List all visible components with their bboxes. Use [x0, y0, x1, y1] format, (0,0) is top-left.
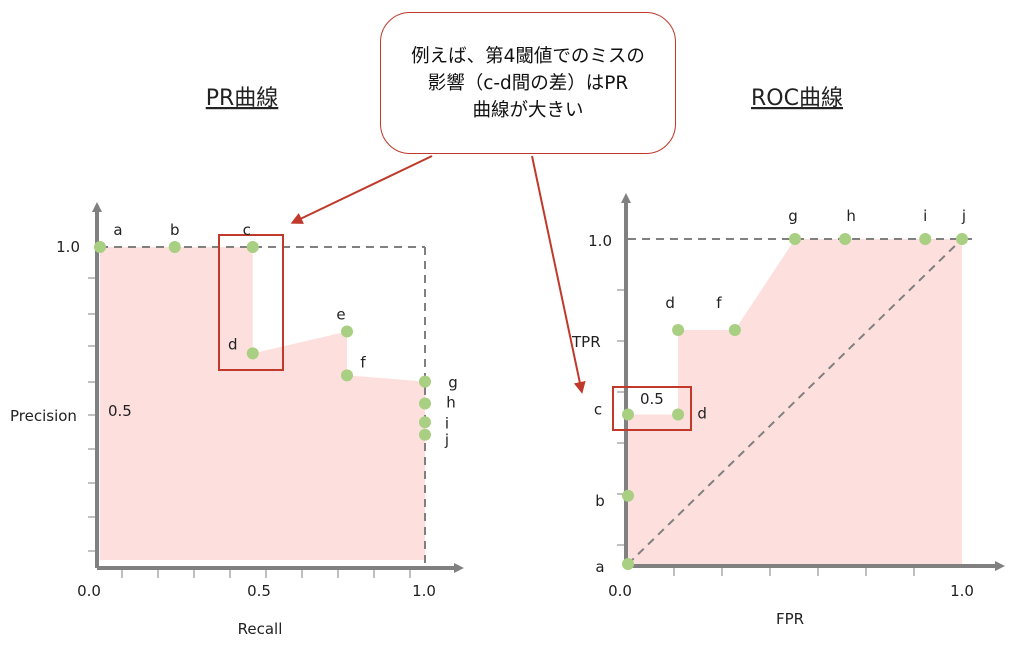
pr-point-label: h: [446, 394, 456, 412]
pr-tick-labels: 0.0 0.5 1.0 1.0 0.5: [56, 238, 436, 600]
roc-point-g: [789, 233, 801, 245]
callout-arrow-roc: [531, 155, 586, 394]
roc-y-axis-label: TPR: [571, 333, 601, 351]
pr-chart-title: PR曲線: [206, 86, 279, 111]
pr-point-label: b: [170, 221, 180, 239]
roc-point-label: c: [594, 401, 602, 419]
pr-point-label: g: [448, 374, 458, 392]
pr-point-e: [341, 325, 353, 338]
roc-point-label: f: [716, 294, 722, 312]
roc-x-axis-label: FPR: [776, 610, 804, 628]
pr-point-a: [94, 241, 106, 253]
roc-x-tick: 1.0: [950, 582, 974, 600]
pr-point-j: [419, 428, 431, 441]
pr-point-label: f: [360, 353, 366, 371]
roc-point-label: b: [595, 492, 605, 510]
pr-x-tick: 0.0: [77, 582, 101, 600]
roc-axes: [617, 193, 1005, 576]
pr-point-d: [246, 347, 259, 360]
pr-x-tick: 1.0: [412, 582, 436, 600]
roc-point-label: d: [697, 405, 707, 423]
pr-point-f: [341, 369, 353, 382]
roc-y-tick: 0.5: [640, 390, 664, 408]
pr-point-b: [168, 241, 181, 253]
roc-highlight-box: [612, 386, 692, 431]
roc-x-tick: 0.0: [608, 582, 632, 600]
roc-point-label: d: [665, 294, 675, 312]
roc-point-label: i: [923, 207, 927, 225]
roc-point-d: [672, 324, 685, 336]
roc-point-j: [956, 233, 968, 245]
pr-point-label: d: [228, 335, 238, 353]
pr-point-h: [419, 397, 431, 410]
pr-area-fill: [100, 247, 425, 560]
pr-point-label: c: [243, 221, 251, 239]
roc-points: a b c d d f g h i j: [594, 207, 968, 576]
pr-axes: [88, 202, 464, 578]
roc-y-tick: 1.0: [588, 232, 612, 250]
roc-point-c: [622, 408, 634, 421]
roc-point-d: [672, 408, 685, 421]
callout-arrow-pr: [290, 155, 433, 224]
pr-point-i: [419, 416, 431, 429]
pr-x-axis-label: Recall: [238, 620, 283, 638]
pr-y-tick: 1.0: [56, 238, 80, 256]
pr-point-label: j: [444, 431, 449, 449]
pr-point-label: e: [336, 306, 345, 324]
roc-chart: ROC曲線 a b c d d f g h i j 0.0 1.0 1.0 0.5 FPR TPR: [571, 86, 1005, 628]
roc-point-f: [728, 324, 741, 336]
pr-point-g: [419, 375, 431, 388]
roc-chart-title: ROC曲線: [751, 86, 843, 111]
pr-y-tick: 0.5: [108, 402, 132, 420]
roc-point-h: [839, 233, 852, 245]
callout-bubble: 例えば、第4閾値でのミスの 影響（c-d間の差）はPR 曲線が大きい: [380, 12, 676, 154]
roc-point-a: [622, 558, 634, 570]
roc-point-b: [622, 489, 634, 502]
pr-x-tick: 0.5: [247, 582, 271, 600]
roc-point-label: g: [788, 207, 798, 225]
roc-point-label: a: [595, 558, 604, 576]
roc-point-label: j: [961, 207, 966, 225]
pr-y-axis-label: Precision: [10, 407, 77, 425]
pr-point-label: a: [113, 221, 122, 239]
roc-diagonal-dashed-line: [627, 238, 963, 565]
pr-highlight-box: [218, 234, 284, 371]
roc-tick-labels: 0.0 1.0 1.0 0.5: [588, 232, 974, 600]
pr-point-c: [246, 241, 259, 253]
roc-point-label: h: [846, 207, 856, 225]
roc-point-i: [919, 233, 932, 245]
pr-point-label: i: [445, 414, 449, 432]
